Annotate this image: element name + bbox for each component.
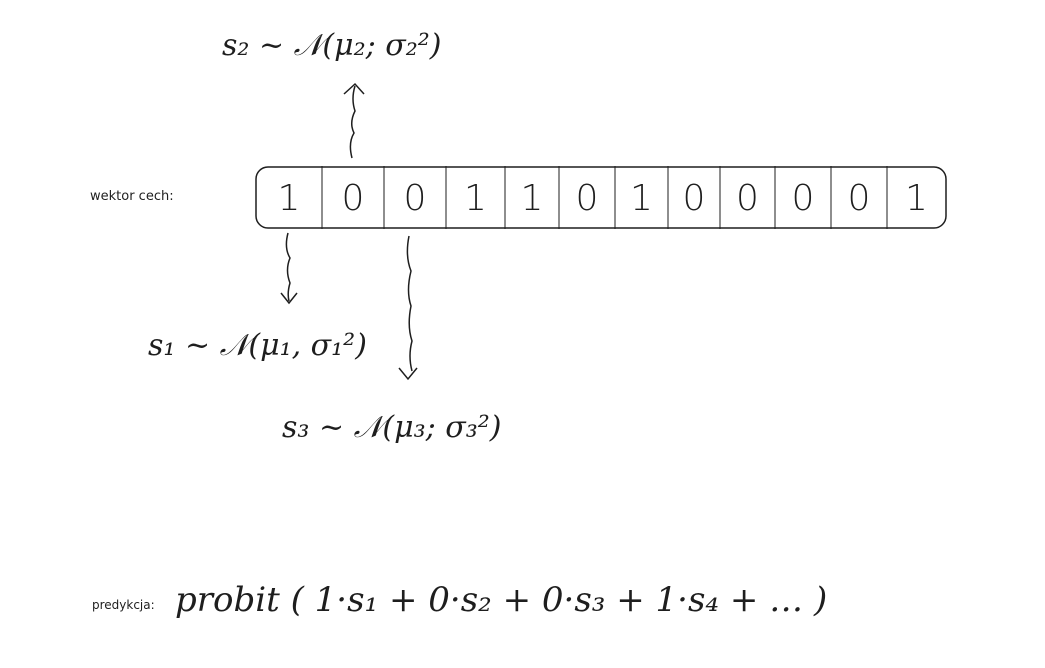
feature-vector-label: wektor cech: xyxy=(90,189,174,204)
feature-cell: 0 xyxy=(575,177,599,219)
distribution-s1: s₁ ~ 𝒩(μ₁, σ₁²) xyxy=(148,328,367,363)
feature-cell: 0 xyxy=(341,177,365,219)
feature-cell: 0 xyxy=(682,177,706,219)
distribution-s2: s₂ ~ 𝒩(μ₂; σ₂²) xyxy=(222,28,442,63)
prediction-label: predykcja: xyxy=(92,598,155,612)
distribution-s3: s₃ ~ 𝒩(μ₃; σ₃²) xyxy=(282,410,502,445)
feature-cell: 0 xyxy=(847,177,871,219)
feature-cell: 1 xyxy=(520,177,544,219)
feature-cell: 1 xyxy=(905,177,928,219)
arrow-to-s1-head xyxy=(280,292,298,305)
feature-vector-box xyxy=(255,166,947,229)
feature-cell: 0 xyxy=(736,177,759,219)
prediction-formula: probit ( 1·s₁ + 0·s₂ + 0·s₃ + 1·s₄ + … ) xyxy=(175,580,828,620)
feature-cell: 1 xyxy=(630,177,653,219)
feature-cell: 1 xyxy=(277,177,301,219)
feature-cell: 0 xyxy=(791,177,815,219)
arrow-to-s3-head xyxy=(398,367,418,381)
feature-cell: 1 xyxy=(464,177,487,219)
arrow-to-s2 xyxy=(349,85,356,159)
arrow-to-s2-head xyxy=(343,82,365,95)
arrow-to-s3 xyxy=(406,235,413,372)
arrow-to-s1 xyxy=(285,232,291,302)
feature-cell: 0 xyxy=(403,177,427,219)
